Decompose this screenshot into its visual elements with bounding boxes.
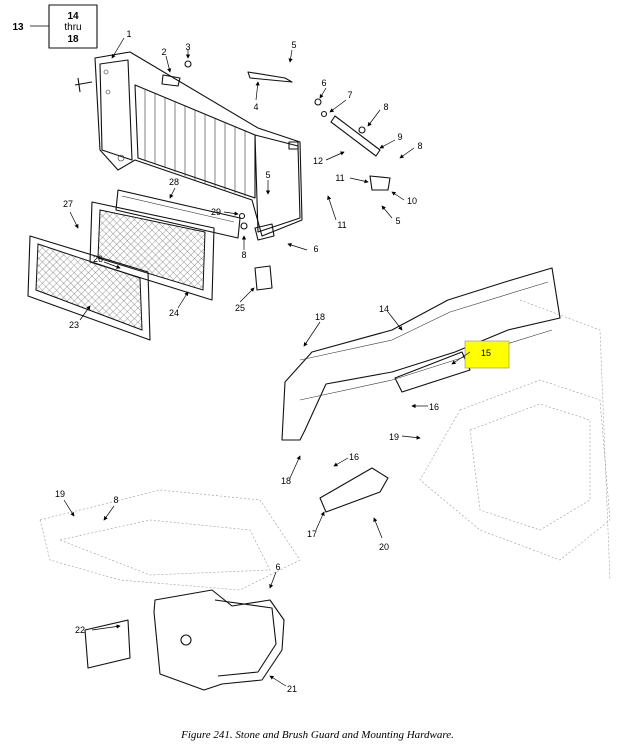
callout-2: 2 — [161, 47, 166, 57]
item-24-screen — [89, 201, 215, 301]
leader-lines — [63, 37, 471, 687]
callout-1: 1 — [126, 29, 131, 39]
brush-guard-grille — [74, 51, 303, 237]
callout-8-a: 8 — [383, 102, 388, 112]
callout-19-right: 19 — [389, 432, 399, 442]
group-range-line-2: thru — [64, 22, 81, 33]
group-range-line-1: 14 — [67, 11, 79, 22]
callout-5-right: 5 — [395, 216, 400, 226]
callout-27: 27 — [63, 199, 73, 209]
chassis-ghost-left — [39, 489, 301, 591]
callout-25: 25 — [235, 303, 245, 313]
item-15-bracket — [394, 351, 471, 393]
chassis-ghost-right — [419, 299, 611, 581]
item-17-bracket — [319, 467, 389, 513]
callout-15: 15 — [481, 348, 491, 358]
item-28-strip — [115, 189, 241, 239]
group-range-line-3: 18 — [67, 34, 79, 45]
frame-rail — [281, 267, 561, 441]
callout-5-mid: 5 — [265, 170, 270, 180]
figure-caption: Figure 241. Stone and Brush Guard and Mo… — [181, 729, 454, 741]
callout-10: 10 — [407, 196, 417, 206]
callout-23: 23 — [69, 320, 79, 330]
callout-20: 20 — [379, 542, 389, 552]
group-ref-label: 13 — [12, 22, 24, 33]
callout-11-a: 11 — [335, 173, 344, 183]
callout-18-bottom: 18 — [281, 476, 291, 486]
callout-3: 3 — [185, 42, 190, 52]
callout-29: 29 — [211, 207, 221, 217]
callout-6-top: 6 — [321, 78, 326, 88]
callout-9: 9 — [397, 132, 402, 142]
callout-4: 4 — [253, 102, 258, 112]
callout-12: 12 — [313, 156, 323, 166]
callout-18-top: 18 — [315, 312, 325, 322]
callout-26: 26 — [93, 254, 103, 264]
callout-14: 14 — [379, 304, 389, 314]
callout-7: 7 — [347, 90, 352, 100]
callout-8-d: 8 — [113, 495, 118, 505]
callout-15-highlight — [464, 340, 510, 369]
callout-5-top: 5 — [291, 40, 296, 50]
callout-6-mid: 6 — [313, 244, 318, 254]
callout-8-b: 8 — [417, 141, 422, 151]
mounting-hardware — [161, 60, 391, 291]
callout-17: 17 — [307, 529, 317, 539]
callout-24: 24 — [169, 308, 179, 318]
callout-16-a: 16 — [429, 402, 439, 412]
callout-28: 28 — [169, 177, 179, 187]
item-21-stone-guard — [84, 589, 285, 691]
callout-6-bottom: 6 — [275, 562, 280, 572]
callout-8-c: 8 — [241, 250, 246, 260]
callout-19-left: 19 — [55, 489, 65, 499]
callout-16-b: 16 — [349, 452, 359, 462]
callout-21: 21 — [287, 684, 297, 694]
item-23-screen — [27, 235, 151, 341]
group-bracket: 13 14 thru 18 — [12, 4, 98, 49]
callout-22: 22 — [75, 625, 85, 635]
callout-11-b: 11 — [337, 220, 346, 230]
callout-labels: 1 2 3 5 4 6 7 8 9 8 12 11 10 5 11 6 5 8 … — [55, 29, 491, 694]
